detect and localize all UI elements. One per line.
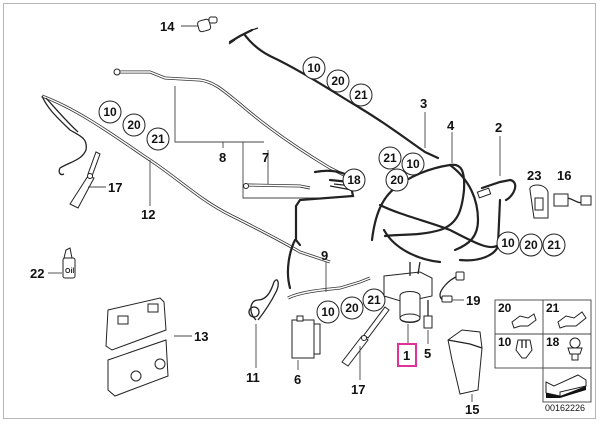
part-15-cover[interactable]	[447, 329, 483, 395]
label-15: 15	[465, 402, 479, 417]
svg-text:Oil: Oil	[65, 268, 74, 275]
part-8-hydraulic-line[interactable]	[113, 68, 351, 180]
label-4: 4	[447, 118, 455, 133]
ref-10: 10	[501, 236, 515, 250]
label-17-bottom: 17	[351, 382, 365, 397]
leader-8-7	[174, 86, 335, 199]
circle-group-bottom-center: 10 20 21	[316, 288, 386, 324]
part-23-holder[interactable]	[529, 184, 549, 219]
label-8: 8	[219, 150, 226, 165]
circle-group-center: 21 10 20	[378, 146, 425, 192]
ref-10: 10	[307, 61, 321, 75]
ref-10: 10	[103, 105, 117, 119]
legend-cell-20: 20	[498, 301, 537, 329]
label-7: 7	[262, 150, 269, 165]
ref-10: 10	[321, 305, 335, 319]
part-1-hydraulic-pump[interactable]	[383, 261, 433, 323]
label-5: 5	[424, 346, 431, 361]
label-6: 6	[294, 372, 301, 387]
part-13-valve-block[interactable]	[105, 297, 169, 397]
ref-21: 21	[383, 151, 397, 165]
legend-grid: 20 21 10 18	[494, 299, 592, 403]
legend-cell-18: 18	[546, 335, 583, 361]
clip-triple-icon	[557, 311, 587, 329]
label-16: 16	[557, 168, 571, 183]
part-17-strut-left[interactable]	[69, 151, 101, 209]
label-12: 12	[141, 207, 155, 222]
part-7-hydraulic-line[interactable]	[243, 183, 311, 190]
label-14: 14	[160, 19, 175, 34]
part-2-fitting[interactable]	[476, 178, 517, 202]
label-23: 23	[527, 168, 541, 183]
circle-group-right: 10 20 21	[496, 231, 566, 257]
part-4-hydraulic-line[interactable]	[370, 163, 502, 264]
part-16-sensor[interactable]	[553, 193, 592, 207]
label-22: 22	[30, 266, 44, 281]
ref-20: 20	[331, 74, 345, 88]
circle-group-top-center: 10 20 21	[302, 56, 373, 107]
reference-number: 00162226	[545, 403, 585, 413]
part-6-relay[interactable]	[291, 315, 321, 359]
legend-label-21: 21	[546, 301, 560, 315]
bleed-screw-icon	[569, 337, 581, 349]
label-19: 19	[466, 293, 480, 308]
clip-push-icon	[515, 339, 533, 359]
part-12-hydraulic-line[interactable]	[41, 94, 331, 264]
ref-20: 20	[345, 301, 359, 315]
legend-label-10: 10	[498, 335, 512, 349]
ref-21: 21	[367, 293, 381, 307]
ref-20: 20	[524, 238, 538, 252]
label-17-left: 17	[108, 180, 122, 195]
highlight-box-part-1	[397, 343, 417, 367]
part-19-connector[interactable]	[439, 271, 465, 303]
clip-double-icon	[511, 313, 537, 329]
circle-18: 18	[342, 168, 366, 192]
circle-group-top-left: 10 20 21	[98, 100, 170, 151]
legend-cell-10: 10	[498, 335, 533, 359]
ref-20: 20	[390, 173, 404, 187]
label-2: 2	[495, 120, 502, 135]
ref-21: 21	[547, 238, 561, 252]
legend-cell-21: 21	[546, 301, 587, 329]
ref-20: 20	[127, 118, 141, 132]
label-9: 9	[321, 248, 328, 263]
part-22-oil-bottle[interactable]: Oil	[62, 247, 76, 279]
ref-21: 21	[151, 132, 165, 146]
legend-label-20: 20	[498, 301, 512, 315]
ref-10: 10	[406, 157, 420, 171]
label-11: 11	[246, 370, 260, 385]
direction-arrow-icon	[545, 374, 587, 398]
part-17-strut-bottom[interactable]	[341, 306, 390, 367]
part-5-connector[interactable]	[423, 300, 433, 329]
ref-21: 21	[354, 88, 368, 102]
legend-label-18: 18	[546, 335, 560, 349]
part-3-hydraulic-line[interactable]	[228, 27, 440, 160]
ref-18: 18	[347, 173, 361, 187]
part-11-wire[interactable]	[248, 279, 279, 321]
label-3: 3	[420, 96, 427, 111]
label-13: 13	[194, 329, 208, 344]
part-14-fitting[interactable]	[181, 16, 218, 33]
part-9-hydraulic-line[interactable]	[286, 238, 371, 300]
label-1[interactable]: 1	[403, 348, 410, 363]
